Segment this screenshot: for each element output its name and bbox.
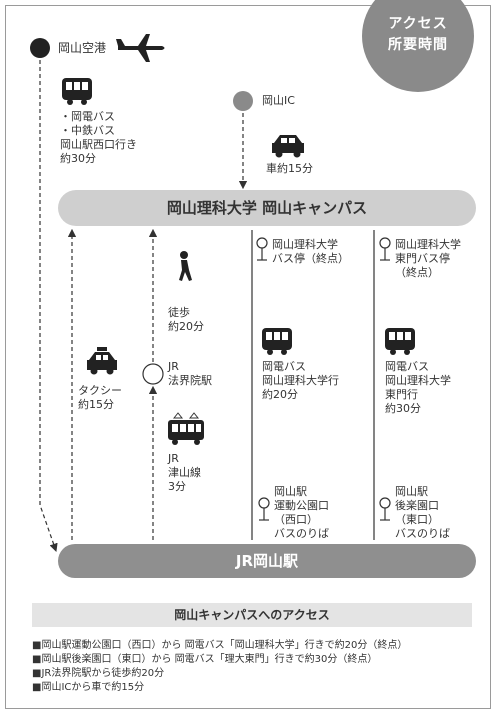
bus-route2-label: 岡電バス 岡山理科大学 東門行 約30分 (385, 360, 451, 415)
airplane-icon (116, 34, 165, 62)
taxi-label: タクシー 約15分 (78, 384, 122, 411)
car-label: 車約15分 (266, 162, 313, 175)
car-icon (272, 135, 304, 158)
terminal1-label: 岡山理科大学 バス停（終点） (272, 238, 349, 265)
train-label: JR 津山線 3分 (168, 452, 201, 493)
jr-houkaiin-label: JR 法界院駅 (168, 360, 212, 387)
campus-bar: 岡山理科大学 岡山キャンパス (58, 190, 476, 226)
walk-label: 徒歩 約20分 (168, 306, 204, 333)
summary-title: 岡山キャンパスへのアクセス (32, 603, 472, 627)
boarding-west-label: 岡山駅 運動公園口 （西口） バスのりば (274, 485, 329, 540)
terminal2-label: 岡山理科大学 東門バス停 （終点） (395, 238, 461, 279)
badge-line1: アクセス (388, 16, 448, 32)
ic-label: 岡山IC (262, 94, 295, 107)
taxi-icon (87, 347, 117, 375)
summary-item-4: ■岡山ICから車で約15分 (32, 682, 145, 693)
bus-icon-east (385, 328, 415, 355)
summary-item-3: ■JR法界院駅から徒歩約20分 (32, 668, 165, 679)
badge-line2: 所要時間 (388, 37, 448, 53)
train-icon (168, 412, 204, 445)
bus-route1-label: 岡電バス 岡山理科大学行 約20分 (262, 360, 339, 401)
airport-label: 岡山空港 (58, 41, 107, 55)
boarding-east-label: 岡山駅 後楽園口 （東口） バスのりば (395, 485, 450, 540)
airport-dot (30, 38, 50, 58)
access-time-badge: アクセス 所要時間 (362, 0, 474, 92)
jr-houkaiin-dot (142, 363, 164, 385)
summary-item-1: ■岡山駅運動公園口（西口）から 岡電バス「岡山理科大学」行きで約20分（終点） (32, 640, 408, 651)
bus-stop-icon-terminal2 (379, 237, 391, 261)
bus-stop-icon-terminal1 (256, 237, 268, 261)
station-bar: JR岡山駅 (58, 544, 476, 578)
walker-icon (179, 251, 192, 281)
bus-stop-icon-west (258, 497, 270, 521)
outer-frame (5, 5, 491, 709)
bus-icon-airport (62, 78, 92, 105)
airport-bus-label: ・岡電バス ・中鉄バス 岡山駅西口行き 約30分 (60, 110, 137, 165)
airport-route-line (39, 60, 58, 552)
bus-icon-west (262, 328, 292, 355)
ic-dot (233, 91, 253, 111)
bus-stop-icon-east (379, 497, 391, 521)
summary-item-2: ■岡山駅後楽園口（東口）から 岡電バス「理大東門」行きで約30分（終点） (32, 654, 378, 665)
